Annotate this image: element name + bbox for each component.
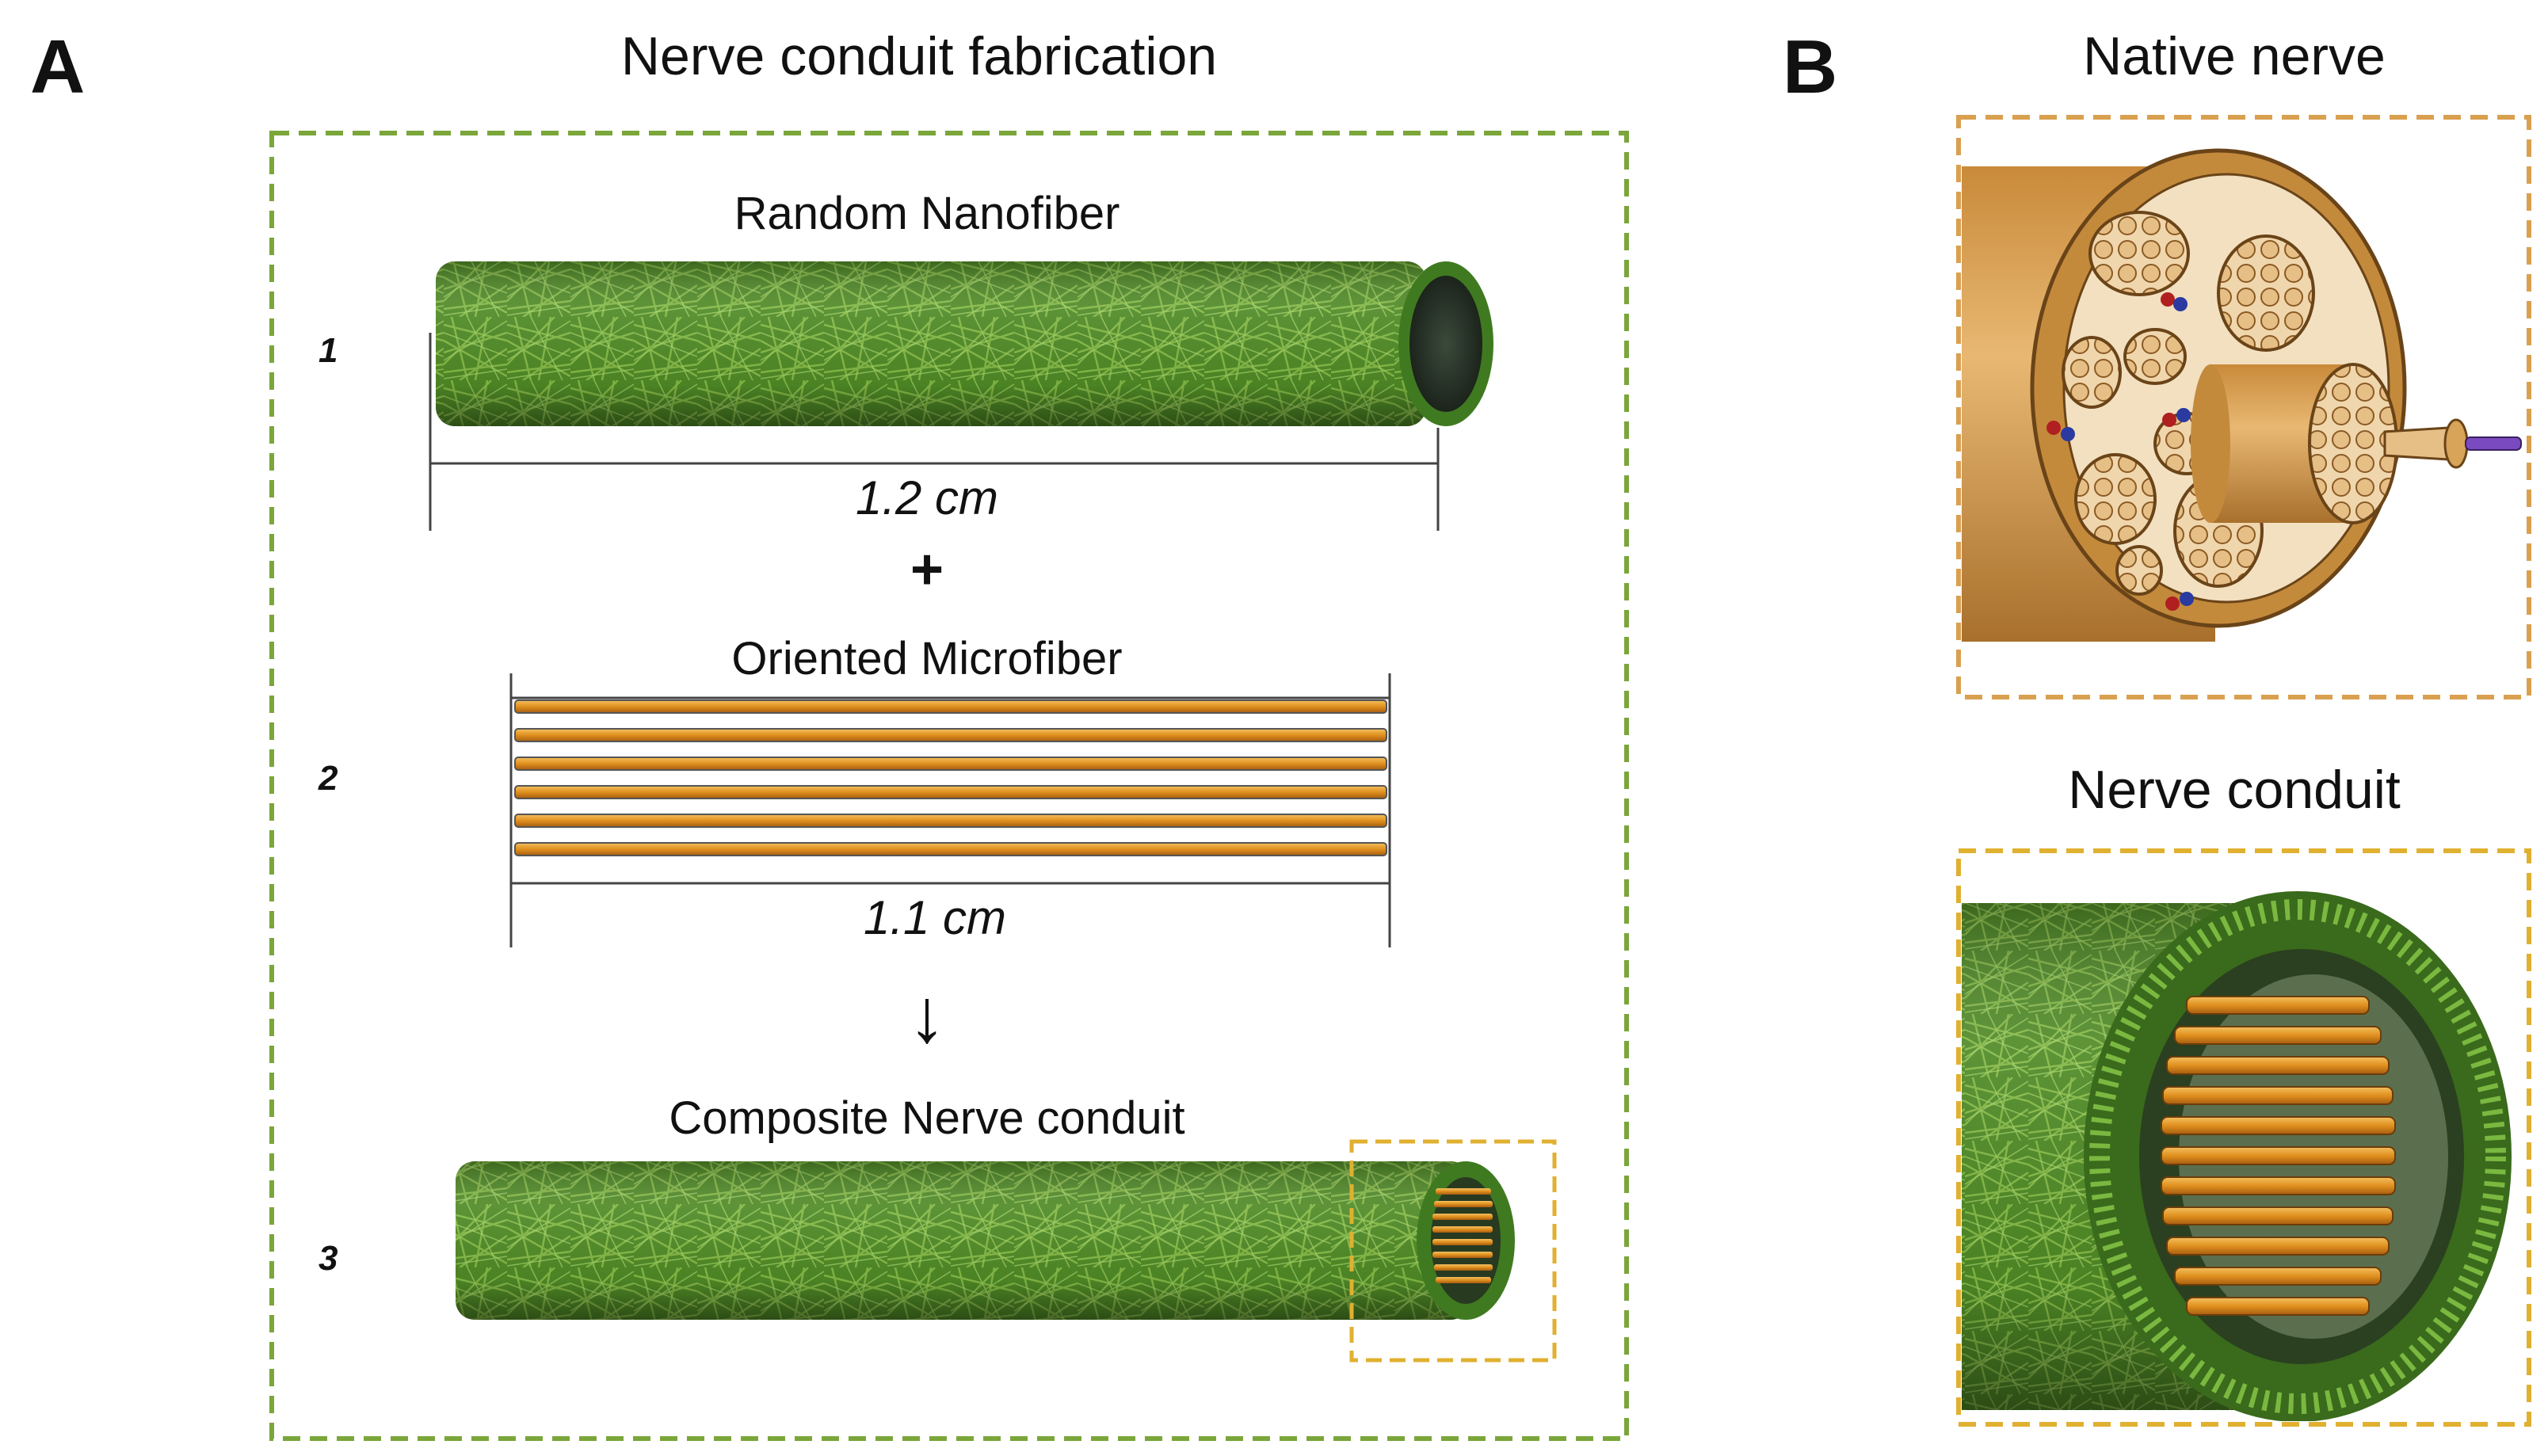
conduit-closeup-border bbox=[1956, 848, 2531, 1427]
native-nerve-title: Native nerve bbox=[2083, 26, 2386, 86]
random-nanofiber-label: Random Nanofiber bbox=[734, 188, 1120, 239]
random-nanofiber-tube bbox=[436, 261, 1493, 426]
panel-b-letter: B bbox=[1783, 25, 1838, 109]
native-nerve-illustration bbox=[1962, 148, 2522, 642]
panel-a-border bbox=[269, 131, 1629, 1441]
microfiber-length-label: 1.1 cm bbox=[863, 891, 1007, 944]
step-3-number: 3 bbox=[318, 1239, 338, 1278]
down-arrow-symbol: ↓ bbox=[908, 974, 946, 1058]
panel-a-title: Nerve conduit fabrication bbox=[620, 26, 1218, 86]
panel-a-letter: A bbox=[30, 25, 86, 109]
nerve-conduit-title: Nerve conduit bbox=[2068, 760, 2401, 820]
native-nerve-border bbox=[1956, 115, 2531, 699]
step-2-number: 2 bbox=[318, 759, 338, 798]
oriented-microfiber-rods bbox=[514, 699, 1387, 856]
oriented-microfiber-label: Oriented Microfiber bbox=[731, 633, 1123, 684]
conduit-closeup-illustration bbox=[1962, 891, 2512, 1421]
composite-conduit-label: Composite Nerve conduit bbox=[669, 1092, 1185, 1144]
conduit-zoom-box bbox=[1349, 1139, 1557, 1363]
microfiber-dimension-line bbox=[509, 673, 1391, 947]
plus-symbol: + bbox=[910, 538, 944, 601]
nanofiber-dimension-line bbox=[429, 333, 1440, 531]
step-1-number: 1 bbox=[318, 331, 338, 370]
nanofiber-length-label: 1.2 cm bbox=[855, 471, 999, 524]
composite-conduit-tube bbox=[456, 1161, 1515, 1320]
